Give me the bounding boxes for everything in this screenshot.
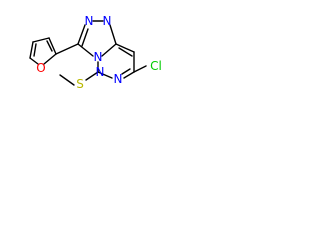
bond-c3-n2-double	[81, 28, 89, 47]
atom-n2: N	[103, 14, 112, 28]
atom-s: S	[76, 77, 84, 91]
atom-cl: Cl	[150, 59, 162, 73]
bond-n4-c3	[77, 43, 94, 57]
bond-furan-c3-c4	[32, 37, 50, 43]
bond-furan-o-c2	[43, 53, 57, 65]
furan-ring	[29, 37, 57, 65]
molecule-structure-diagram: O N N N N N S Cl	[29, 14, 162, 91]
triazole-ring	[77, 20, 117, 57]
bond-furan-c4-c5-double	[33, 43, 37, 57]
bond-furan-c4-c5	[29, 41, 34, 59]
bond-furan-c5-o	[29, 57, 39, 65]
bond-c7-n6	[123, 71, 135, 79]
bond-c7-cl	[133, 65, 147, 73]
atom-o-furan: O	[36, 61, 45, 75]
bond-n6-c5	[97, 71, 113, 79]
bond-c5-s	[85, 71, 99, 81]
bond-furan-to-triazole	[55, 43, 79, 55]
atom-n5: N	[96, 65, 105, 79]
bond-furan-c2-c3	[48, 37, 57, 55]
bond-c8a-c8-double	[118, 47, 133, 57]
atom-n-ring: N	[94, 50, 103, 64]
bond-c8a-c8	[115, 43, 135, 53]
bond-s-ch3	[59, 74, 75, 86]
bond-furan-c2-c3-double	[46, 40, 53, 52]
atom-n6: N	[114, 72, 123, 86]
pyrimidine-ring	[97, 43, 135, 79]
bond-c3-n2	[77, 24, 86, 45]
bond-c8a-n4	[101, 43, 117, 57]
atom-n1: N	[85, 14, 94, 28]
bond-c7-n6-double	[121, 68, 131, 75]
bond-n1-c8a	[109, 24, 117, 45]
